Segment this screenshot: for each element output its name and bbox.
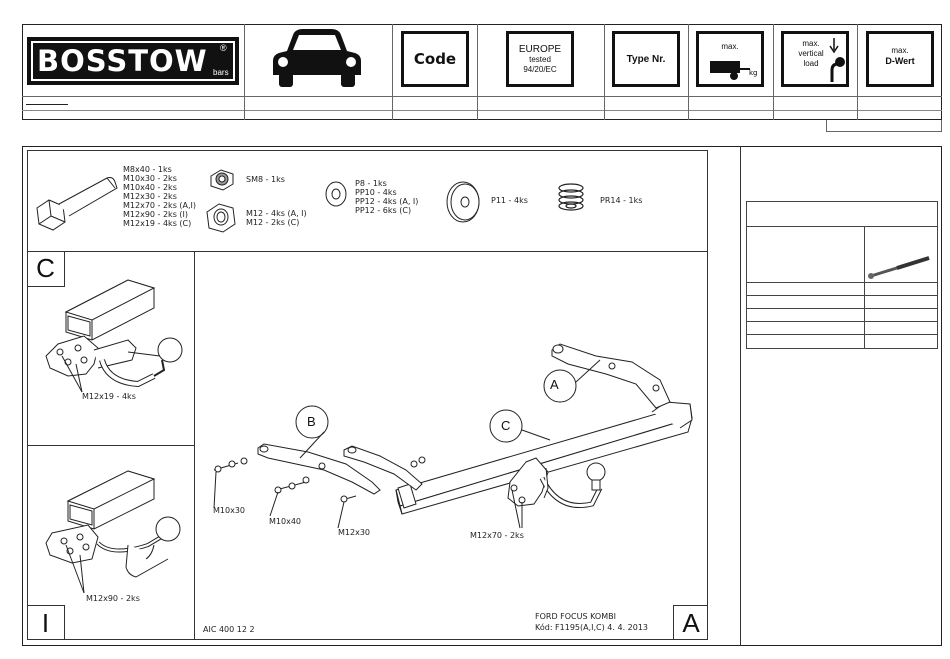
table-row — [747, 226, 937, 227]
europe-line1: EUROPE — [518, 43, 562, 55]
code-label: Code — [413, 50, 457, 68]
washer-label: PP12 - 6ks (C) — [355, 206, 412, 215]
panel-c-drawing — [45, 279, 183, 393]
code-badge: Code — [401, 31, 469, 87]
main-frame — [22, 146, 942, 646]
logo-text: BOSSTOW — [37, 44, 208, 78]
bolts-list: M8x40 - 1ks M10x30 - 2ks M10x40 - 2ks M1… — [123, 165, 196, 228]
panel-i-letter-box: I — [27, 605, 65, 640]
header-col-divider — [688, 24, 689, 120]
panel-a-letter-box: A — [673, 605, 708, 640]
table-row — [747, 334, 937, 335]
bolt-label: M8x40 - 1ks — [123, 165, 172, 174]
table-col-divider — [864, 226, 865, 349]
logo-sub: bars — [213, 68, 229, 77]
dwert-badge: max. D-Wert — [866, 31, 934, 87]
parts-drawing — [36, 169, 584, 233]
main-assembly-drawing — [213, 343, 693, 529]
bosstow-logo: BOSSTOW ® bars — [27, 37, 239, 85]
nut-m12-label: M12 - 2ks (C) — [246, 218, 300, 227]
bolt-label: M10x40 - 2ks — [123, 183, 177, 192]
spring-label: PR14 - 1ks — [600, 196, 643, 205]
panel-c-bolt-label: M12x19 - 4ks — [82, 392, 136, 401]
washer-pp-icon — [325, 181, 347, 207]
dwert-l2: D-Wert — [885, 56, 915, 66]
max-trailer-label: max. — [721, 42, 739, 51]
balloon-a-label: A — [550, 377, 559, 392]
washer-label: P8 - 1ks — [355, 179, 387, 188]
type-label: Type Nr. — [626, 53, 666, 65]
panel-a-letter: A — [682, 607, 700, 638]
vertical-load-l2: vertical — [798, 49, 824, 58]
svg-text:kg: kg — [749, 69, 758, 77]
header-col-divider — [477, 24, 478, 120]
down-arrow-ball-icon — [829, 38, 845, 82]
torque-wrench-icon — [868, 256, 930, 279]
vehicle-model: FORD FOCUS KOMBI — [535, 612, 616, 621]
side-table — [746, 201, 938, 349]
spring-washer-icon — [558, 183, 584, 211]
drawing-number: AIC 400 12 2 — [203, 625, 255, 634]
panel-c-letter-box: C — [27, 251, 65, 287]
header-footer-line — [22, 110, 942, 111]
table-row — [747, 282, 937, 283]
trailer-icon: kg — [710, 61, 758, 80]
europe-badge: EUROPE tested 94/20/EC — [506, 31, 574, 87]
m12x70-label: M12x70 - 2ks — [470, 531, 524, 540]
table-row — [747, 321, 937, 322]
panel-c-letter: C — [36, 253, 55, 283]
type-badge: Type Nr. — [612, 31, 680, 87]
panel-i-frame — [27, 446, 195, 640]
m10x40-label: M10x40 — [269, 517, 301, 526]
bolt-icon — [36, 177, 118, 231]
bolt-label: M12x30 - 2ks — [123, 192, 177, 201]
washers-list: P8 - 1ks PP10 - 4ks PP12 - 4ks (A, I) PP… — [355, 179, 418, 215]
m10x30-label: M10x30 — [213, 506, 245, 515]
panel-i-letter: I — [41, 607, 50, 638]
balloon-b-label: B — [307, 414, 316, 429]
nut-m12-label: M12 - 4ks (A, I) — [246, 209, 307, 218]
bolt-label: M12x70 - 2ks (A,I) — [123, 201, 197, 210]
nut-sm8-label: SM8 - 1ks — [246, 175, 285, 184]
nut-sm8-icon — [210, 169, 234, 191]
side-divider — [740, 146, 741, 646]
vertical-load-badge: max. vertical load — [781, 31, 849, 87]
washer-p11-label: P11 - 4ks — [491, 196, 528, 205]
nut-m12-list: M12 - 4ks (A, I) M12 - 2ks (C) — [246, 209, 307, 227]
bolt-label: M12x19 - 4ks (C) — [123, 219, 192, 228]
header-col-divider — [604, 24, 605, 120]
washer-label: PP12 - 4ks (A, I) — [355, 197, 419, 206]
panel-c-frame — [27, 251, 195, 446]
dwert-l1: max. — [891, 46, 909, 55]
washer-p11-icon — [446, 181, 480, 223]
parts-divider — [27, 251, 708, 252]
table-row — [747, 308, 937, 309]
europe-line3: 94/20/EC — [523, 64, 557, 74]
m12x30-label: M12x30 — [338, 528, 370, 537]
bolt-label: M12x90 - 2ks (I) — [123, 210, 189, 219]
panel-i-drawing — [45, 470, 181, 594]
panel-i-bolt-label: M12x90 - 2ks — [86, 594, 140, 603]
balloon-c-label: C — [501, 418, 511, 433]
table-row — [747, 295, 937, 296]
header-col-divider — [244, 24, 245, 120]
header-frame — [22, 24, 942, 120]
header-tab — [826, 120, 942, 132]
logo-underline — [26, 104, 68, 105]
car-icon — [271, 27, 363, 89]
header-divider — [22, 96, 942, 97]
kod-date: Kód: F1195(A,I,C) 4. 4. 2013 — [535, 623, 649, 632]
nut-m12-icon — [206, 203, 236, 233]
header-col-divider — [857, 24, 858, 120]
vertical-load-l1: max. — [802, 39, 820, 48]
drawing-frame — [27, 150, 708, 640]
vertical-load-l3: load — [803, 59, 819, 68]
washer-label: PP10 - 4ks — [355, 188, 397, 197]
logo-registered: ® — [220, 43, 227, 53]
europe-line2: tested — [529, 54, 551, 64]
max-trailer-badge: max. kg — [696, 31, 764, 87]
header-col-divider — [773, 24, 774, 120]
bolt-label: M10x30 - 2ks — [123, 174, 177, 183]
header-col-divider — [392, 24, 393, 120]
